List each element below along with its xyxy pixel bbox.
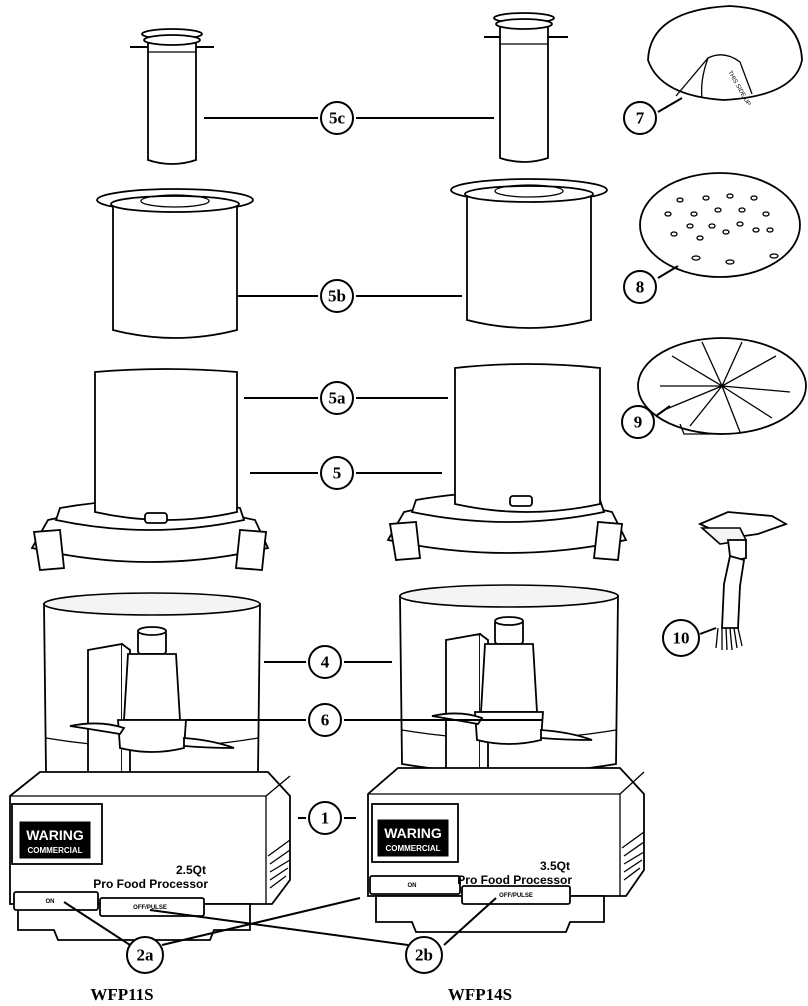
on-label-left: ON bbox=[46, 899, 55, 905]
vent-grille-left bbox=[267, 839, 291, 889]
off-pulse-label-left: OFF/PULSE bbox=[133, 905, 167, 911]
off-pulse-label-right: OFF/PULSE bbox=[499, 893, 533, 899]
on-label-right: ON bbox=[408, 883, 417, 889]
callout-2a: 2a bbox=[137, 946, 155, 965]
callout-5a: 5a bbox=[329, 389, 347, 408]
callout-1: 1 bbox=[321, 809, 330, 828]
vent-grille-right bbox=[621, 831, 645, 881]
large-pusher-right bbox=[450, 178, 608, 329]
capacity-right: 3.5Qt bbox=[540, 859, 570, 873]
callout-8: 8 bbox=[636, 278, 645, 297]
callout-5: 5 bbox=[333, 464, 342, 483]
svg-text:WARING: WARING bbox=[384, 825, 442, 841]
callout-9: 9 bbox=[634, 413, 643, 432]
lid-feed-tube-right bbox=[386, 363, 628, 561]
svg-text:COMMERCIAL: COMMERCIAL bbox=[27, 846, 82, 855]
motor-base-right bbox=[367, 767, 645, 933]
waring-logo-left: WARING COMMERCIAL bbox=[19, 821, 91, 859]
waring-logo-right: WARING COMMERCIAL bbox=[377, 819, 449, 857]
product-name-left: Pro Food Processor bbox=[93, 877, 208, 891]
lid-feed-tube-left bbox=[30, 368, 270, 571]
model-label-left: WFP11S bbox=[90, 985, 153, 1004]
callout-6: 6 bbox=[321, 711, 330, 730]
callout-bubbles bbox=[126, 101, 700, 974]
shredding-disc-8 bbox=[639, 172, 801, 278]
model-label-right: WFP14S bbox=[448, 985, 512, 1004]
disc-9 bbox=[637, 337, 807, 435]
svg-text:COMMERCIAL: COMMERCIAL bbox=[385, 844, 440, 853]
slicing-disc-7 bbox=[647, 5, 803, 101]
svg-text:WARING: WARING bbox=[26, 827, 84, 843]
small-pusher-right bbox=[484, 12, 568, 163]
small-pusher-left bbox=[130, 28, 214, 165]
large-pusher-left bbox=[96, 188, 254, 339]
callout-4: 4 bbox=[321, 653, 330, 672]
callout-7: 7 bbox=[636, 109, 645, 128]
callout-5b: 5b bbox=[328, 287, 346, 306]
callout-2b: 2b bbox=[415, 946, 433, 965]
callout-10: 10 bbox=[673, 629, 690, 648]
s-blade-left bbox=[69, 626, 235, 753]
capacity-left: 2.5Qt bbox=[176, 863, 206, 877]
callout-5c: 5c bbox=[329, 109, 346, 128]
product-name-right: Pro Food Processor bbox=[457, 873, 572, 887]
tool-10 bbox=[697, 511, 789, 651]
